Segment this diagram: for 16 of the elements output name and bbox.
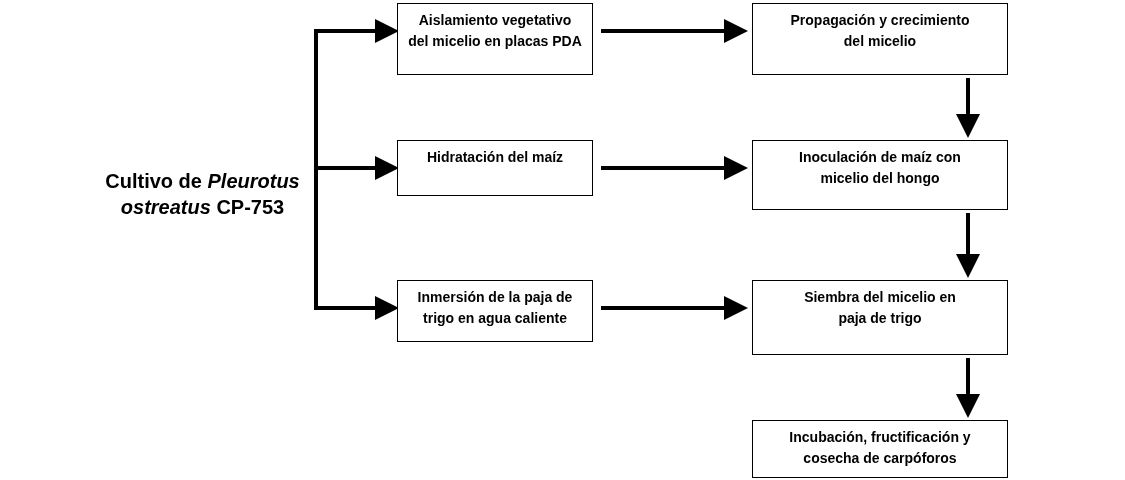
arrow <box>956 78 980 138</box>
process-box: Siembra del micelio en paja de trigo <box>752 280 1008 355</box>
arrow <box>601 296 748 320</box>
arrow <box>601 19 748 43</box>
process-box: Inoculación de maíz con micelio del hongo <box>752 140 1008 210</box>
arrow <box>956 358 980 418</box>
process-box: Aislamiento vegetativo del micelio en placas PDA <box>397 3 593 75</box>
arrow <box>314 156 399 180</box>
arrow <box>601 156 748 180</box>
process-box: Incubación, fructificación y cosecha de carpóforos <box>752 420 1008 478</box>
process-box: Inmersión de la paja de trigo en agua caliente <box>397 280 593 342</box>
title-text: Cultivo de Pleurotus ostreatus CP-753 <box>100 168 305 228</box>
process-box: Propagación y crecimiento del micelio <box>752 3 1008 75</box>
arrow <box>956 213 980 278</box>
arrow <box>314 171 399 320</box>
process-box: Hidratación del maíz <box>397 140 593 196</box>
